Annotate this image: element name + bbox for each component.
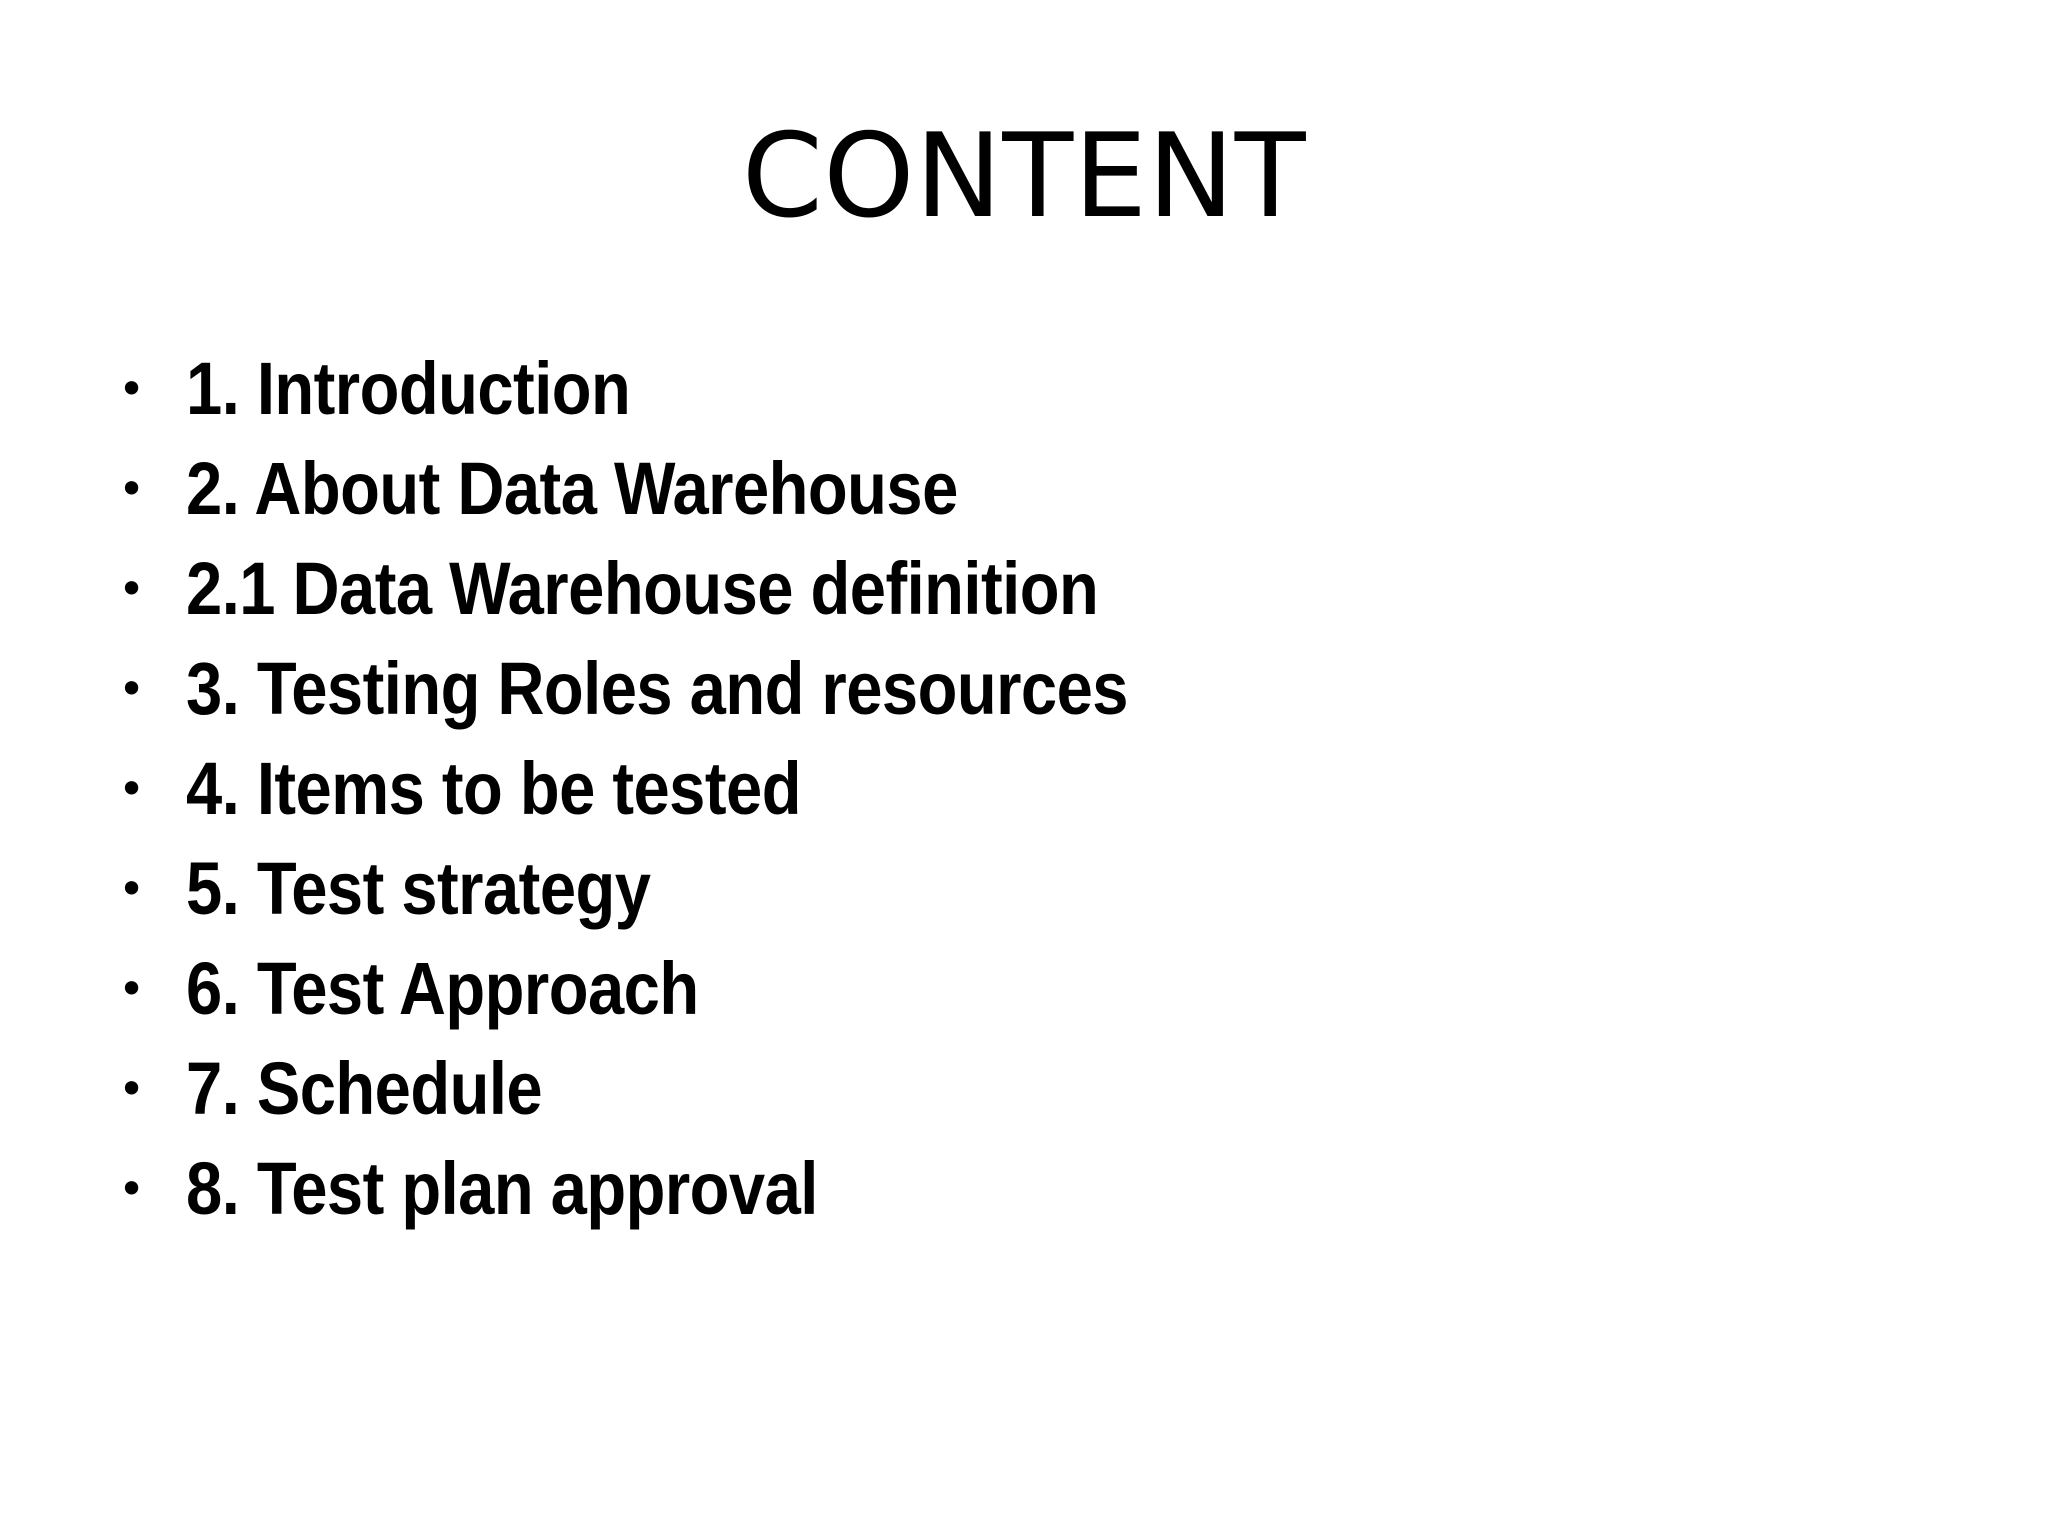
bullet-icon: • bbox=[118, 362, 146, 416]
list-item-label: 8. Test plan approval bbox=[186, 1147, 818, 1230]
bullet-icon: • bbox=[118, 562, 146, 616]
bullet-icon: • bbox=[118, 862, 146, 916]
list-item[interactable]: • 2. About Data Warehouse bbox=[118, 452, 1918, 552]
page-title: CONTENT bbox=[741, 109, 1307, 244]
list-item-label: 7. Schedule bbox=[186, 1047, 543, 1130]
list-item-label: 2.1 Data Warehouse definition bbox=[186, 547, 1099, 630]
list-item[interactable]: • 6. Test Approach bbox=[118, 952, 1918, 1052]
bullet-icon: • bbox=[118, 962, 146, 1016]
list-item-label: 1. Introduction bbox=[186, 347, 631, 430]
list-item[interactable]: • 1. Introduction bbox=[118, 352, 1918, 452]
bullet-icon: • bbox=[118, 762, 146, 816]
list-item-label: 3. Testing Roles and resources bbox=[186, 647, 1129, 730]
list-item-label: 6. Test Approach bbox=[186, 947, 699, 1030]
list-item-label: 2. About Data Warehouse bbox=[186, 447, 958, 530]
list-item-label: 5. Test strategy bbox=[186, 847, 651, 930]
list-item[interactable]: • 3. Testing Roles and resources bbox=[118, 652, 1918, 752]
list-item[interactable]: • 2.1 Data Warehouse definition bbox=[118, 552, 1918, 652]
bullet-icon: • bbox=[118, 662, 146, 716]
bullet-icon: • bbox=[118, 1062, 146, 1116]
list-item[interactable]: • 7. Schedule bbox=[118, 1052, 1918, 1152]
list-item[interactable]: • 5. Test strategy bbox=[118, 852, 1918, 952]
bullet-icon: • bbox=[118, 462, 146, 516]
agenda-list: • 1. Introduction • 2. About Data Wareho… bbox=[118, 352, 1918, 1252]
list-item-label: 4. Items to be tested bbox=[186, 747, 801, 830]
bullet-icon: • bbox=[118, 1162, 146, 1216]
list-item[interactable]: • 4. Items to be tested bbox=[118, 752, 1918, 852]
list-item[interactable]: • 8. Test plan approval bbox=[118, 1152, 1918, 1252]
